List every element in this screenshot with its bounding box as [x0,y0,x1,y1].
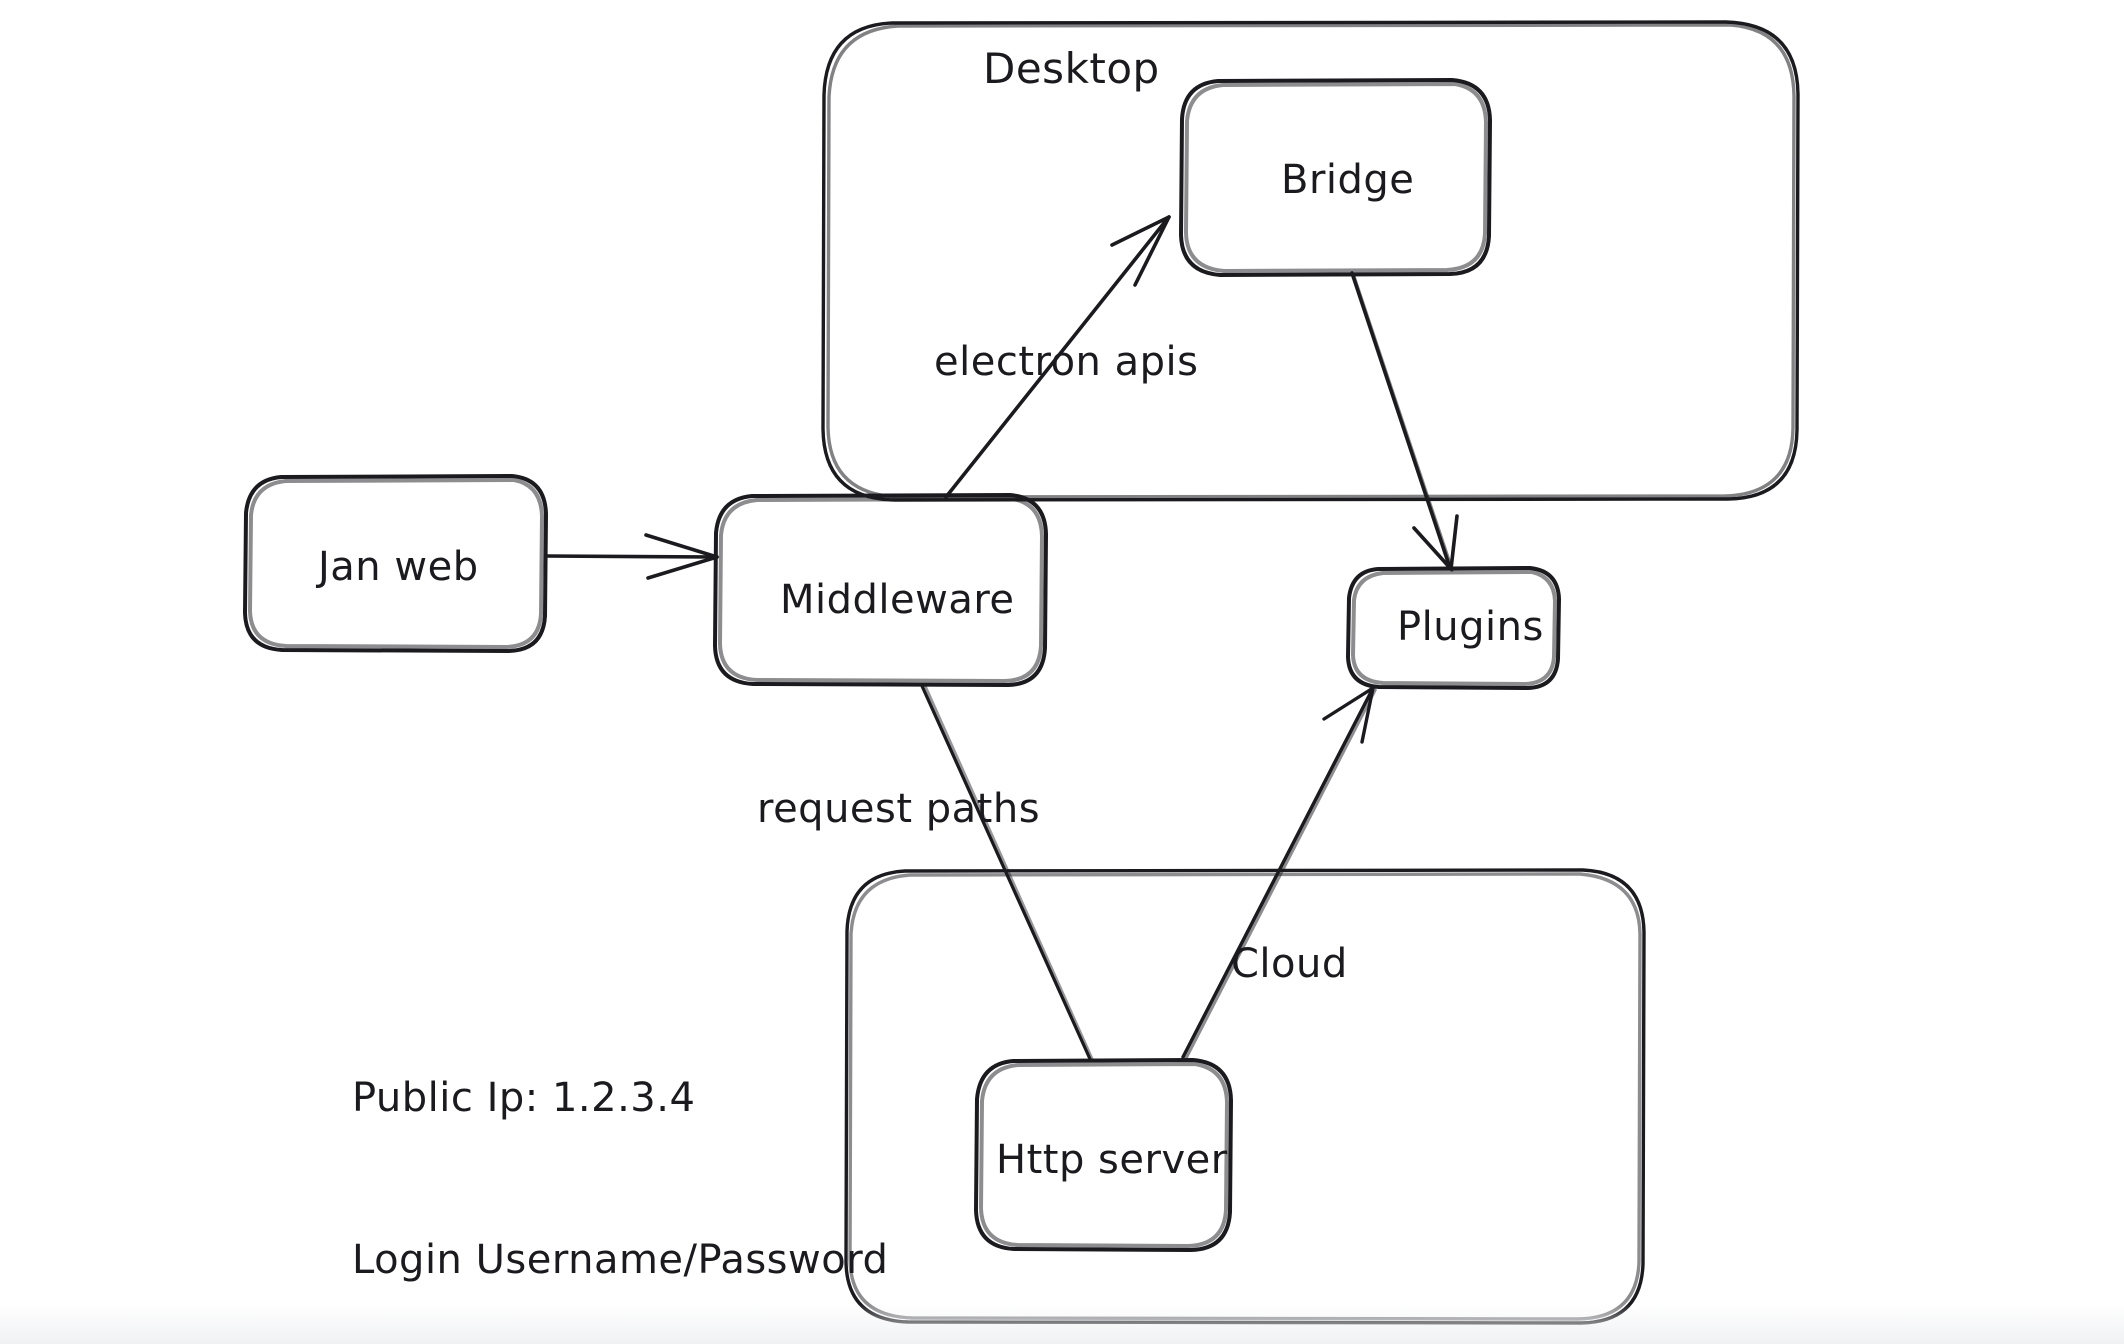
node-label-bridge: Bridge [1281,157,1415,203]
group-desktop-outline [821,20,1800,502]
node-label-http-server: Http server [996,1137,1228,1183]
edge-middleware-to-http-server [920,684,1094,1061]
edge-middleware-to-bridge [944,215,1171,499]
edge-label-cloud: Cloud [1231,941,1348,987]
node-label-plugins: Plugins [1397,604,1544,650]
node-label-jan-web: Jan web [318,544,479,590]
node-bridge-outline [1179,78,1492,277]
edge-janweb-to-middleware [544,533,719,580]
edge-http-server-to-plugins [1181,686,1377,1060]
node-http-server-outline [974,1058,1233,1252]
edge-label-request-paths: request paths [757,786,1041,832]
node-middleware-outline [713,493,1048,687]
note-public-ip-line: Public Ip: 1.2.3.4 [352,1075,696,1121]
note-public-ip: Public Ip: 1.2.3.4 Login Username/Passwo… [352,963,888,1344]
node-jan-web-outline [243,474,548,653]
edge-bridge-to-plugins [1350,271,1459,572]
edge-label-electron-apis: electron apis [934,339,1199,385]
node-plugins-outline [1346,566,1561,690]
node-label-middleware: Middleware [780,577,1015,623]
group-label-desktop: Desktop [983,44,1160,93]
note-login-line: Login Username/Password [352,1237,889,1283]
